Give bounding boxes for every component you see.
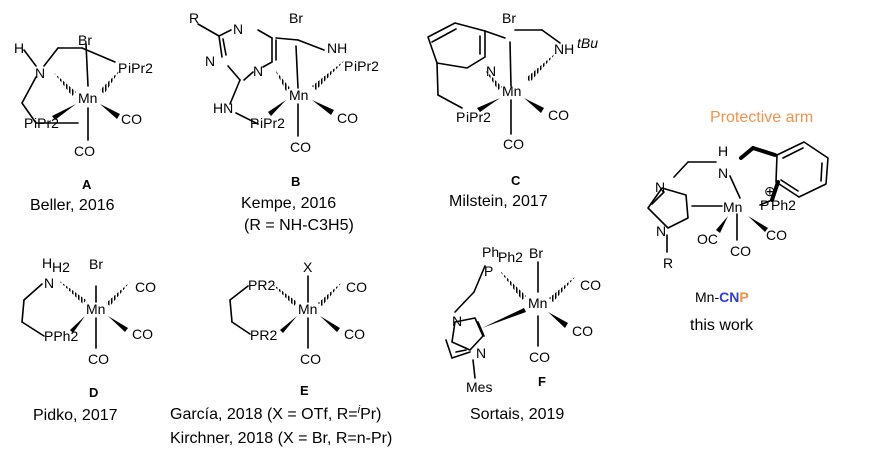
ligand-co: CO (344, 326, 365, 342)
complex-letter: B (291, 174, 300, 189)
ligand-co: CO (88, 351, 109, 367)
atom-mn: Mn (289, 87, 308, 103)
atom-r: R (189, 10, 199, 26)
work-label: Mn-CNP (695, 289, 749, 305)
atom-p: P (118, 60, 127, 76)
substituent-pr2: PR2 (250, 327, 277, 343)
substituent-r: R (663, 255, 673, 271)
atom-n-imidazole: N (655, 179, 665, 195)
atom-br: Br (502, 10, 516, 26)
complex-c: Br N NH tBu Mn P iPr2 CO CO C Milstein, … (427, 10, 598, 210)
atom-p: P (344, 58, 353, 74)
ligand-co: CO (337, 110, 358, 126)
atom-n: N (476, 345, 486, 361)
atom-mn: Mn (528, 295, 547, 311)
complex-caption-note: Kirchner, 2018 (X = Br, R=n-Pr) (170, 430, 392, 447)
atom-br: Br (78, 32, 92, 48)
ligand-co: CO (132, 326, 153, 342)
ligand-co: CO (580, 277, 601, 293)
ligand-co: CO (548, 107, 569, 123)
atom-p: P (456, 109, 465, 125)
substituent-ipr2: iPr2 (466, 109, 491, 125)
atom-n: N (205, 53, 215, 69)
atom-n: N (253, 63, 263, 79)
atom-n: N (35, 65, 45, 81)
work-subtitle: this work (690, 317, 754, 334)
complex-caption: Beller, 2016 (30, 197, 115, 214)
atom-n: N (486, 63, 496, 79)
complex-caption: García, 2018 (X = OTf, R=iPr) (170, 404, 381, 423)
ligand-co: OC (697, 231, 718, 247)
atom-br: Br (289, 10, 303, 26)
ligand-co: CO (74, 143, 95, 159)
cationic-charge: ⊕ (764, 183, 776, 199)
atom-mn: Mn (298, 301, 317, 317)
complex-f: Ph Ph2 P Br Mn CO N CO N CO Mes F Sortai… (445, 244, 601, 423)
atom-h: H (14, 40, 24, 56)
ligand-co: CO (290, 139, 311, 155)
complex-letter: E (300, 383, 309, 398)
atom-nh: NH (327, 40, 347, 56)
atom-n-amine: N (718, 165, 728, 181)
complex-d: H H2 N Br Mn CO PPh2 CO CO D Pidko, 2017 (21, 255, 156, 424)
atom-x: X (303, 259, 313, 275)
ligand-co: CO (766, 227, 787, 243)
complex-letter: D (89, 385, 98, 400)
complex-caption-note: (R = NH-C3H5) (244, 217, 354, 234)
ligand-co: CO (730, 243, 751, 259)
complex-letter: F (538, 374, 546, 389)
complex-caption: Sortais, 2019 (470, 406, 564, 423)
complex-a: H Br N Mn P iPr2 P iPr2 CO CO A Beller, … (14, 32, 153, 214)
ligand-co: CO (135, 279, 156, 295)
complex-caption: Pidko, 2017 (33, 407, 118, 424)
complex-letter: A (82, 177, 92, 192)
ligand-co: CO (529, 349, 550, 365)
atom-p: P (484, 263, 493, 279)
substituent-mes: Mes (466, 379, 492, 395)
atom-ph: Ph (482, 244, 499, 260)
substituent-ph2: Ph2 (498, 249, 523, 265)
atom-nh: NH (554, 41, 574, 57)
substituent-ph2: Ph2 (771, 197, 796, 213)
complex-b: R N N N Br NH P iPr2 HN Mn P iPr2 CO CO … (189, 10, 379, 234)
complex-caption: Milstein, 2017 (449, 193, 548, 210)
atom-br: Br (529, 245, 543, 261)
complex-this-work: Protective arm H N N (647, 109, 829, 334)
substituent-h2: H2 (52, 259, 70, 275)
substituent-ipr2: iPr2 (260, 115, 285, 131)
ligand-co: CO (300, 351, 321, 367)
atom-hn: HN (213, 100, 233, 116)
complex-letter: C (511, 173, 521, 188)
substituent-pr2: PR2 (248, 277, 275, 293)
atom-br: Br (89, 256, 103, 272)
atom-mn: Mn (502, 83, 521, 99)
ligand-co: CO (346, 279, 367, 295)
atom-n: N (233, 21, 243, 37)
protective-arm-label: Protective arm (710, 109, 813, 126)
atom-mn: Mn (78, 90, 97, 106)
ligand-co: CO (121, 111, 142, 127)
ligand-co: CO (503, 136, 524, 152)
atom-mn: Mn (86, 301, 105, 317)
atom-n-imidazole: N (656, 223, 666, 239)
atom-n: N (452, 313, 462, 329)
substituent-pph2: PPh2 (44, 328, 78, 344)
atom-h: H (718, 143, 728, 159)
complex-e: X PR2 Mn CO PR2 CO CO E García, 2018 (X … (170, 259, 392, 447)
atom-p: P (760, 197, 769, 213)
atom-p: P (250, 115, 259, 131)
substituent-ipr2: iPr2 (128, 60, 153, 76)
substituent-tbu: tBu (577, 35, 598, 51)
atom-h: H (42, 255, 52, 271)
complex-caption: Kempe, 2016 (241, 195, 336, 212)
atom-n: N (44, 275, 54, 291)
substituent-ipr2: iPr2 (354, 58, 379, 74)
ligand-co: CO (572, 323, 593, 339)
atom-mn: Mn (723, 199, 742, 215)
substituent-ipr2: iPr2 (34, 115, 59, 131)
atom-p: P (24, 115, 33, 131)
